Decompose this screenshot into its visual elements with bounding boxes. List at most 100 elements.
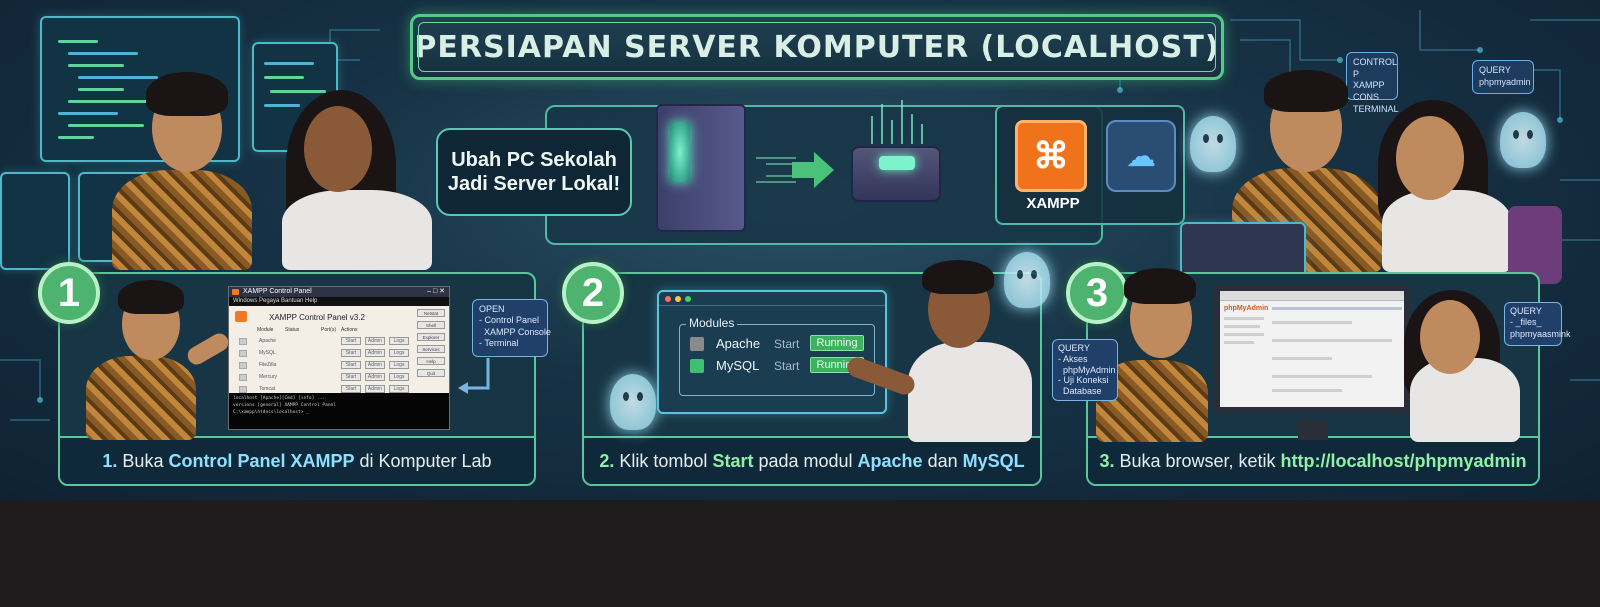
module-checkbox[interactable] (239, 350, 247, 357)
step-1-caption-number: 1. (102, 450, 118, 471)
bubble-item: Database (1058, 386, 1102, 397)
module-checkbox[interactable] (239, 338, 247, 345)
column-status: Status (285, 327, 300, 333)
decor-bubble-query: QUERY phpmyadmin (1472, 60, 1534, 94)
xampp-console-log: localhost [Apache][Cmd] [info] ... versi… (229, 393, 449, 429)
decor-bubble-line: phpmyadmin (1479, 76, 1531, 87)
page-content-line (1272, 339, 1392, 342)
infographic-stage: PERSIAPAN SERVER KOMPUTER (LOCALHOST) Ub… (0, 0, 1600, 500)
logs-button[interactable]: Logs (389, 337, 409, 345)
xampp-module-row: Mercury Start Admin Logs (233, 373, 447, 382)
shell-button[interactable]: Shell (417, 321, 445, 329)
step-3-badge: 3 (1066, 262, 1128, 324)
admin-button[interactable]: Admin (365, 337, 385, 345)
monitor-stand (1298, 420, 1328, 440)
module-checkbox[interactable] (239, 374, 247, 381)
module-name: Apache (259, 338, 276, 344)
arrow-right-icon (756, 152, 834, 188)
return-arrow-icon (458, 358, 490, 394)
xampp-module-row: FileZilla Start Admin Logs (233, 361, 447, 370)
module-name: FileZilla (259, 362, 277, 368)
page-content-line (1272, 357, 1332, 360)
step-1-badge: 1 (38, 262, 100, 324)
window-controls[interactable]: – □ ✕ (427, 288, 445, 295)
step-3-caption-number: 3. (1099, 450, 1115, 471)
module-name: Apache (716, 336, 761, 351)
page-content-line (1224, 317, 1264, 320)
module-name: MySQL (259, 350, 276, 356)
help-button[interactable]: Help (417, 357, 445, 365)
status-badge: Running (810, 335, 864, 351)
netstat-button[interactable]: Netstat (417, 309, 445, 317)
start-button[interactable]: Start (341, 361, 361, 369)
module-name: MySQL (716, 358, 760, 373)
logs-button[interactable]: Logs (389, 349, 409, 357)
step-1-caption: 1. Buka Control Panel XAMPP di Komputer … (60, 436, 534, 484)
logs-button[interactable]: Logs (389, 385, 409, 393)
step-3-caption: 3. Buka browser, ketik http://localhost/… (1088, 436, 1538, 484)
quit-button[interactable]: Quit (417, 369, 445, 377)
window-close-dot[interactable] (665, 296, 671, 302)
xampp-control-panel-window: XAMPP Control Panel – □ ✕ Windows Pegaya… (228, 286, 450, 430)
start-button[interactable]: Start (341, 337, 361, 345)
admin-button[interactable]: Admin (365, 373, 385, 381)
phpmyadmin-logo: phpMyAdmin (1224, 305, 1269, 312)
explorer-button[interactable]: Explorer (417, 333, 445, 341)
background-monitor-left (0, 172, 70, 270)
query-hint-bubble: QUERY - Akses phpMyAdmin - Uji Koneksi D… (1052, 339, 1118, 401)
admin-button[interactable]: Admin (365, 361, 385, 369)
laptop-screen (1180, 222, 1306, 278)
xampp-window-titlebar: XAMPP Control Panel – □ ✕ (229, 287, 449, 297)
xampp-module-row: Apache Start Admin Logs (233, 337, 447, 346)
xampp-menu-bar[interactable]: Windows Pegaya Bantuan Help (229, 297, 449, 306)
module-row-apache: Apache Start Running (690, 335, 870, 353)
console-line: C:\xampp\htdocs\localhost> _ (233, 409, 309, 415)
step-1-caption-text: di Komputer Lab (354, 450, 492, 471)
window-minimize-dot[interactable] (675, 296, 681, 302)
modules-window: Modules Apache Start Running MySQL Start… (657, 290, 887, 414)
start-button[interactable]: Start (341, 349, 361, 357)
logs-button[interactable]: Logs (389, 361, 409, 369)
page-content-line (1272, 307, 1402, 310)
ghost-mascot-icon (1500, 112, 1546, 168)
intro-speech-bubble: Ubah PC Sekolah Jadi Server Lokal! (436, 128, 632, 216)
window-maximize-dot[interactable] (685, 296, 691, 302)
module-checkbox[interactable] (239, 386, 247, 393)
module-checkbox[interactable] (239, 362, 247, 369)
decor-bubble-line: CONTROL P (1353, 57, 1397, 79)
xampp-window-title: XAMPP Control Panel (243, 288, 312, 295)
admin-button[interactable]: Admin (365, 349, 385, 357)
ghost-mascot-icon (1190, 116, 1236, 172)
step-2-caption-text: pada modul (753, 450, 858, 471)
start-button[interactable]: Start (774, 337, 800, 351)
module-checkbox-mysql[interactable] (690, 359, 704, 373)
logs-button[interactable]: Logs (389, 373, 409, 381)
xampp-label: XAMPP (1026, 195, 1080, 212)
module-name: Mercury (259, 374, 278, 380)
admin-button[interactable]: Admin (365, 385, 385, 393)
bubble-item: - Terminal (479, 337, 519, 348)
decor-bubble-control: CONTROL P XAMPP CONS TERMINAL (1346, 52, 1399, 114)
decor-bubble-line: TERMINAL (1353, 103, 1399, 114)
page-title: PERSIAPAN SERVER KOMPUTER (LOCALHOST) (414, 29, 1220, 65)
xampp-logo-icon: ⌘ (1015, 120, 1087, 192)
step-2-caption-text: Klik tombol (614, 450, 713, 471)
query-hint-bubble-right: QUERY - _files_ phpmyaasmink (1504, 302, 1571, 346)
step-1-caption-text: Buka (117, 450, 169, 471)
bubble-item: phpmyaasmink (1510, 328, 1571, 339)
module-row-mysql: MySQL Start Running (690, 357, 870, 375)
module-checkbox-apache[interactable] (690, 337, 704, 351)
step-2-caption-highlight: Start (712, 450, 754, 471)
bubble-item: - _files_ (1510, 317, 1542, 328)
browser-address-bar[interactable] (1220, 291, 1404, 301)
bottom-empty-band (0, 500, 1600, 607)
start-button[interactable]: Start (341, 385, 361, 393)
start-button[interactable]: Start (774, 359, 800, 373)
page-content-line (1224, 333, 1264, 336)
bubble-title: OPEN (479, 304, 505, 314)
start-button[interactable]: Start (341, 373, 361, 381)
local-server-icon (851, 146, 941, 202)
services-button[interactable]: Services (417, 345, 445, 353)
speech-line-1: Ubah PC Sekolah (451, 149, 617, 171)
page-content-line (1272, 375, 1372, 378)
